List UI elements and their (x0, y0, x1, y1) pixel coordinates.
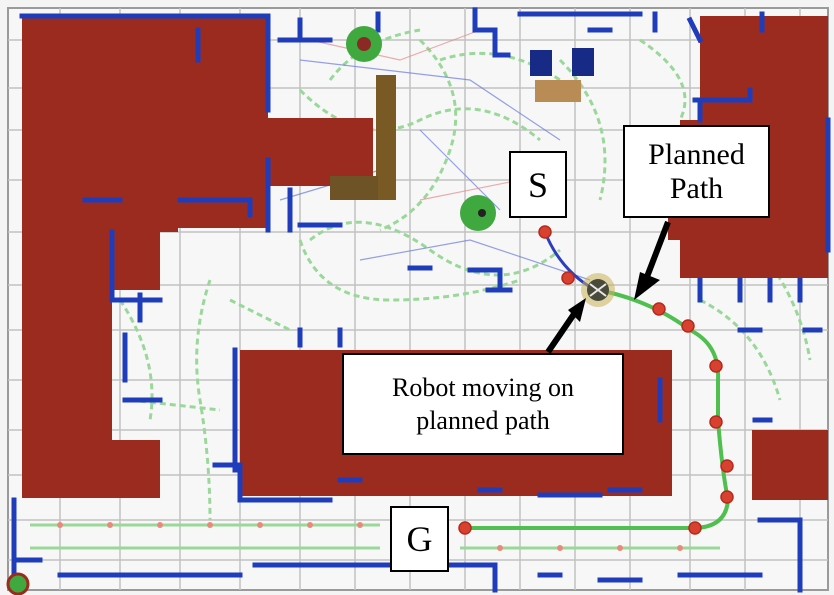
furniture-shelf (376, 75, 396, 200)
corridor-nodes (57, 522, 683, 551)
robot-label: Robot moving on planned path (342, 353, 624, 455)
start-label-text: S (527, 164, 549, 205)
waypoint-marker (561, 271, 575, 285)
arrow-planned-path (642, 220, 671, 284)
robot-icon (581, 273, 615, 307)
waypoint-marker (681, 319, 695, 333)
goal-label: G (390, 506, 449, 572)
waypoints (458, 225, 734, 535)
roadmap-red-edges (309, 29, 521, 201)
furniture-table (535, 80, 581, 102)
furniture (330, 48, 594, 200)
green-nodes (6, 26, 496, 595)
planned-path-label-line2: Path (669, 171, 724, 205)
planned-path-label-line1: Planned (648, 137, 745, 171)
start-label: S (509, 151, 567, 218)
arrow-robot (545, 312, 577, 354)
waypoint-marker (538, 225, 552, 239)
furniture-chair-right (572, 48, 594, 76)
waypoint-marker (652, 302, 666, 316)
waypoint-marker (709, 359, 723, 373)
goal-label-text: G (406, 519, 433, 559)
robot-label-line1: Robot moving on (391, 373, 574, 402)
walls (11, 7, 831, 593)
planned-path-label: Planned Path (623, 125, 770, 218)
waypoint-marker (458, 521, 472, 535)
obstacle-upper-small (268, 118, 373, 186)
callout-arrows (545, 220, 671, 354)
robot-label-line2: planned path (416, 406, 550, 435)
waypoint-marker (709, 415, 723, 429)
corridor-roadmap (30, 523, 720, 550)
waypoint-marker (720, 459, 734, 473)
green-node-corner (6, 572, 30, 595)
furniture-chair-left (530, 50, 552, 76)
obstacle-left-block (22, 16, 268, 498)
furniture-desk (330, 176, 378, 200)
obstacle-right-lower (752, 430, 828, 500)
waypoint-marker (688, 521, 702, 535)
waypoint-marker (720, 490, 734, 504)
